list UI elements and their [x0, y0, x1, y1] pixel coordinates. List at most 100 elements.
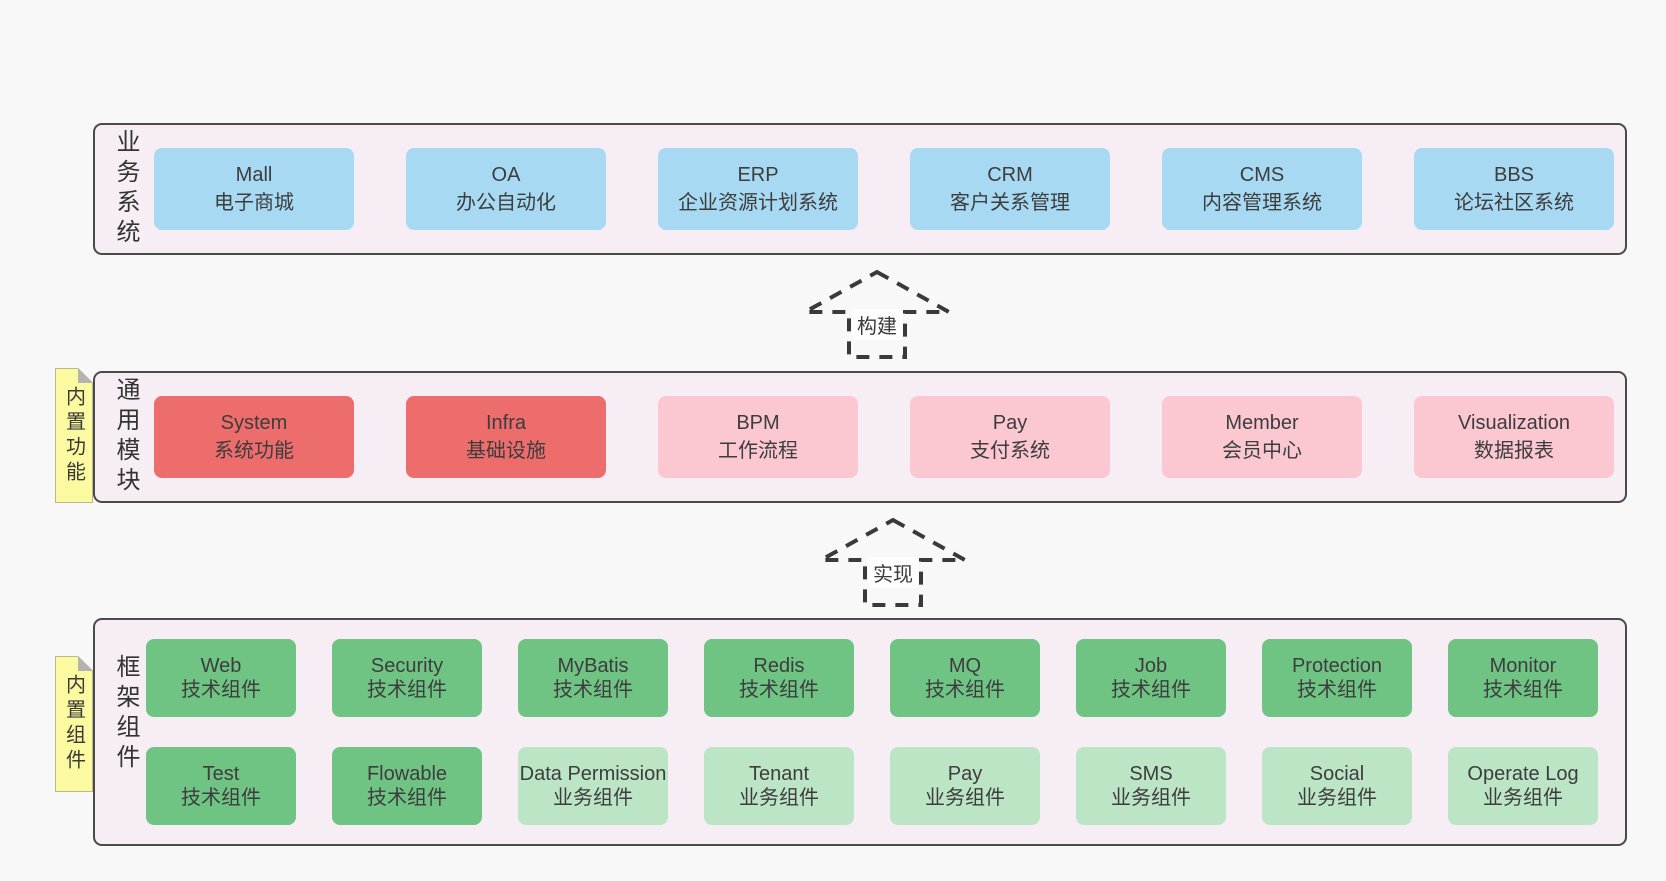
box-desc: 业务组件 [553, 787, 633, 809]
box-name: CRM [987, 163, 1033, 186]
box-mybatis: MyBatis 技术组件 [518, 639, 668, 717]
box-web: Web 技术组件 [146, 639, 296, 717]
sticky-note-icon [55, 656, 93, 792]
box-desc: 技术组件 [1111, 679, 1191, 701]
box-protection: Protection 技术组件 [1262, 639, 1412, 717]
box-desc: 企业资源计划系统 [678, 192, 838, 214]
note-built-in-components: 内置组件 [55, 656, 93, 792]
layer-framework-components: 框架组件 Web 技术组件 Security 技术组件 MyBatis 技术组件… [93, 618, 1627, 846]
box-desc: 业务组件 [1483, 787, 1563, 809]
framework-components-rows: Web 技术组件 Security 技术组件 MyBatis 技术组件 Redi… [146, 639, 1598, 825]
box-pay-module: Pay 支付系统 [910, 396, 1110, 478]
box-data-permission: Data Permission 业务组件 [518, 747, 668, 825]
box-name: OA [491, 163, 521, 186]
box-name: Flowable [366, 762, 448, 785]
box-system: System 系统功能 [154, 396, 354, 478]
box-infra: Infra 基础设施 [406, 396, 606, 478]
box-name: Monitor [1489, 654, 1557, 677]
box-visualization: Visualization 数据报表 [1414, 396, 1614, 478]
box-desc: 办公自动化 [456, 192, 556, 214]
box-name: System [220, 411, 288, 434]
box-name: ERP [737, 163, 779, 186]
framework-row-2: Test 技术组件 Flowable 技术组件 Data Permission … [146, 747, 1598, 825]
box-crm: CRM 客户关系管理 [910, 148, 1110, 230]
box-cms: CMS 内容管理系统 [1162, 148, 1362, 230]
box-name: Social [1309, 762, 1365, 785]
box-desc: 内容管理系统 [1202, 192, 1322, 214]
arrow-implement-label: 实现 [868, 557, 918, 588]
box-name: Security [370, 654, 444, 677]
box-desc: 技术组件 [181, 787, 261, 809]
box-desc: 工作流程 [718, 440, 798, 462]
box-sms: SMS 业务组件 [1076, 747, 1226, 825]
note-text: 内置功能 [62, 385, 85, 486]
box-name: Pay [947, 762, 983, 785]
box-desc: 技术组件 [925, 679, 1005, 701]
box-desc: 系统功能 [214, 440, 294, 462]
box-name: Visualization [1458, 411, 1570, 434]
arrow-implement: 实现 [811, 513, 975, 613]
box-name: Protection [1291, 654, 1383, 677]
note-text: 内置组件 [62, 674, 85, 774]
box-monitor: Monitor 技术组件 [1448, 639, 1598, 717]
box-pay-component: Pay 业务组件 [890, 747, 1040, 825]
common-modules-row: System 系统功能 Infra 基础设施 BPM 工作流程 Pay 支付系统… [154, 373, 1614, 501]
box-name: Job [1134, 654, 1168, 677]
box-desc: 客户关系管理 [950, 192, 1070, 214]
box-desc: 会员中心 [1222, 440, 1302, 462]
box-operate-log: Operate Log 业务组件 [1448, 747, 1598, 825]
box-desc: 业务组件 [925, 787, 1005, 809]
note-built-in-features: 内置功能 [55, 368, 93, 503]
layer-label-framework-components: 框架组件 [112, 654, 139, 774]
box-member: Member 会员中心 [1162, 396, 1362, 478]
box-desc: 技术组件 [1483, 679, 1563, 701]
box-name: SMS [1129, 762, 1173, 785]
box-name: Mall [235, 163, 273, 186]
box-desc: 技术组件 [739, 679, 819, 701]
arrow-build: 构建 [795, 265, 959, 365]
box-name: MQ [948, 654, 982, 677]
box-desc: 技术组件 [1297, 679, 1377, 701]
box-redis: Redis 技术组件 [704, 639, 854, 717]
box-bpm: BPM 工作流程 [658, 396, 858, 478]
box-flowable: Flowable 技术组件 [332, 747, 482, 825]
box-bbs: BBS 论坛社区系统 [1414, 148, 1614, 230]
box-name: Data Permission [519, 762, 667, 785]
box-name: CMS [1239, 163, 1285, 186]
box-name: BBS [1493, 163, 1535, 186]
business-systems-row: Mall 电子商城 OA 办公自动化 ERP 企业资源计划系统 CRM 客户关系… [154, 125, 1614, 253]
box-desc: 技术组件 [181, 679, 261, 701]
box-desc: 技术组件 [367, 679, 447, 701]
box-desc: 技术组件 [367, 787, 447, 809]
layer-common-modules: 通用模块 System 系统功能 Infra 基础设施 BPM 工作流程 Pay… [93, 371, 1627, 503]
box-name: Tenant [748, 762, 810, 785]
box-desc: 业务组件 [1111, 787, 1191, 809]
box-mq: MQ 技术组件 [890, 639, 1040, 717]
box-test: Test 技术组件 [146, 747, 296, 825]
box-desc: 电子商城 [214, 192, 294, 214]
layer-label-business-systems: 业务系统 [112, 129, 139, 249]
box-name: Pay [992, 411, 1028, 434]
box-name: Infra [485, 411, 527, 434]
box-social: Social 业务组件 [1262, 747, 1412, 825]
box-mall: Mall 电子商城 [154, 148, 354, 230]
box-desc: 支付系统 [970, 440, 1050, 462]
box-name: Operate Log [1467, 762, 1579, 785]
box-desc: 数据报表 [1474, 440, 1554, 462]
box-name: Test [202, 762, 240, 785]
box-tenant: Tenant 业务组件 [704, 747, 854, 825]
box-name: MyBatis [557, 654, 629, 677]
box-desc: 技术组件 [553, 679, 633, 701]
arrow-build-label: 构建 [852, 309, 902, 340]
box-security: Security 技术组件 [332, 639, 482, 717]
box-name: Member [1225, 411, 1299, 434]
box-name: Redis [753, 654, 805, 677]
box-desc: 业务组件 [739, 787, 819, 809]
box-name: BPM [736, 411, 780, 434]
box-job: Job 技术组件 [1076, 639, 1226, 717]
box-desc: 业务组件 [1297, 787, 1377, 809]
layer-label-common-modules: 通用模块 [112, 377, 139, 497]
box-name: Web [200, 654, 242, 677]
sticky-note-icon [55, 368, 93, 503]
